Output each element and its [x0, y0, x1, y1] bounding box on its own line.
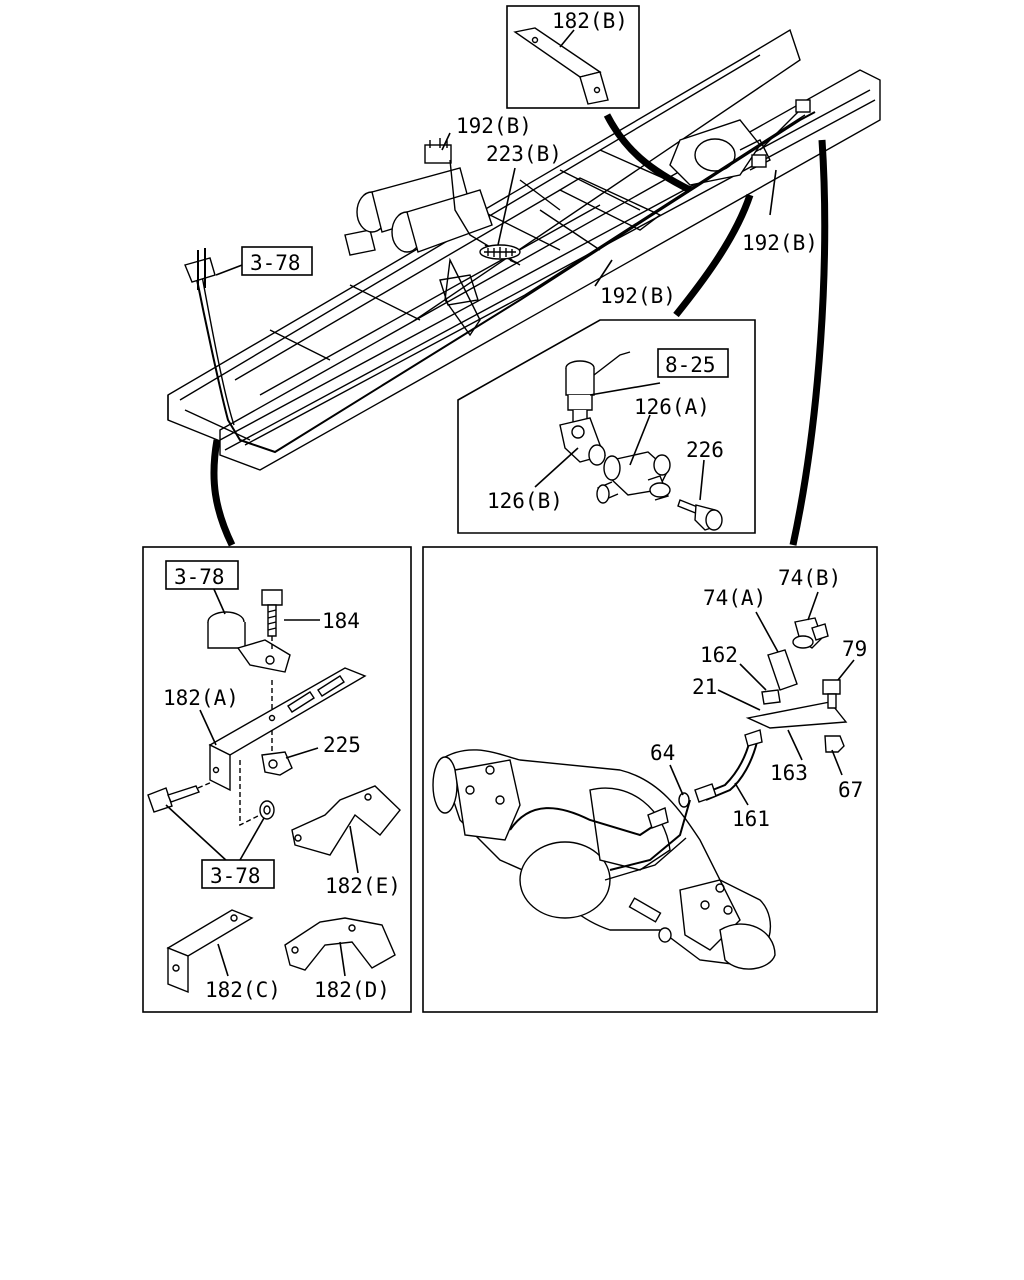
label-182d: 182(D) [314, 978, 390, 1002]
label-163: 163 [770, 761, 808, 785]
label-184: 184 [322, 609, 360, 633]
label-182e: 182(E) [325, 874, 401, 898]
label-162: 162 [700, 643, 738, 667]
label-67: 67 [838, 778, 863, 802]
inset-brackets [142, 546, 412, 1013]
label-192b-2: 192(B) [742, 231, 818, 255]
inset-axle [422, 546, 878, 1013]
ref-box-3-78-left-bottom [201, 859, 275, 889]
label-192b-1: 192(B) [456, 114, 532, 138]
label-126a: 126(A) [634, 395, 710, 419]
label-21: 21 [692, 675, 717, 699]
label-226: 226 [686, 438, 724, 462]
ref-box-8-25 [657, 348, 729, 378]
ref-box-3-78-left-top [165, 560, 239, 590]
label-64: 64 [650, 741, 675, 765]
label-3-78-left-bottom: 3-78 [210, 864, 261, 888]
label-182c: 182(C) [205, 978, 281, 1002]
label-79: 79 [842, 637, 867, 661]
label-182b-top: 182(B) [552, 9, 628, 33]
label-182a: 182(A) [163, 686, 239, 710]
label-192b-3: 192(B) [600, 284, 676, 308]
inset-182b [506, 5, 640, 109]
label-74b: 74(B) [778, 566, 841, 590]
label-3-78-left-top: 3-78 [174, 565, 225, 589]
guide-curves [210, 113, 829, 547]
label-126b: 126(B) [487, 489, 563, 513]
ref-box-3-78-main [241, 246, 313, 276]
label-223b: 223(B) [486, 142, 562, 166]
chassis-frame [167, 28, 881, 471]
label-3-78-main: 3-78 [250, 251, 301, 275]
label-161: 161 [732, 807, 770, 831]
label-74a: 74(A) [703, 586, 766, 610]
label-8-25: 8-25 [665, 353, 716, 377]
label-225: 225 [323, 733, 361, 757]
